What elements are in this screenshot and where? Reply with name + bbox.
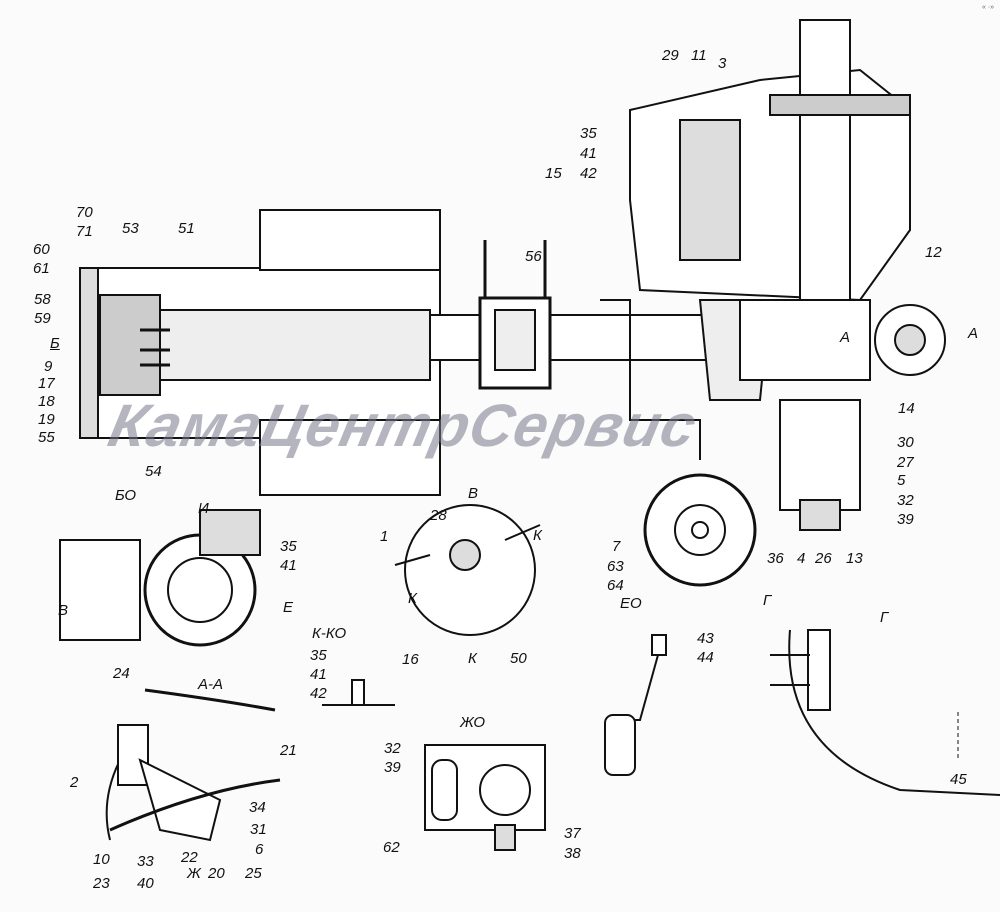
view-v: [394, 504, 541, 636]
part-number: 44: [697, 649, 714, 666]
part-number: 54: [145, 463, 162, 480]
part-number: 55: [38, 429, 55, 446]
part-number: 41: [280, 557, 297, 574]
part-number: 24: [113, 665, 130, 682]
part-number: 30: [897, 434, 914, 451]
view-zho: [424, 744, 546, 851]
part-number: 21: [280, 742, 297, 759]
part-number: 35: [310, 647, 327, 664]
view-label-eo: ЕО: [620, 595, 642, 612]
part-number: 41: [580, 145, 597, 162]
part-number: 18: [38, 393, 55, 410]
part-number: 22: [181, 849, 198, 866]
view-label-v-arrow: В: [58, 602, 69, 619]
view-label-k2: К: [408, 590, 417, 607]
view-label-k-ko: К-КО: [312, 625, 347, 642]
view-label-g: Г: [880, 609, 889, 626]
part-number: 32: [384, 740, 401, 757]
part-number: 41: [310, 666, 327, 683]
watermark: КамаЦентрСервис: [102, 392, 704, 459]
shaft-and-coupling: [429, 240, 741, 390]
part-number: 15: [545, 165, 562, 182]
view-eo: [604, 634, 667, 776]
brake-drum: [643, 473, 757, 587]
part-number: 4: [797, 550, 806, 567]
view-label-zho: ЖО: [460, 714, 486, 731]
part-number: 38: [564, 845, 581, 862]
part-number: 12: [925, 244, 942, 261]
part-number: 39: [897, 511, 914, 528]
view-label-a-a: А-А: [198, 676, 224, 693]
part-number: 5: [897, 472, 906, 489]
view-a-a: [105, 688, 281, 842]
part-number: 14: [898, 400, 915, 417]
view-k-ko: [322, 679, 395, 706]
corner-mark: « ·»: [981, 4, 994, 11]
part-number: 27: [897, 454, 914, 471]
part-number: 45: [950, 771, 967, 788]
part-number: 9: [44, 358, 53, 375]
part-number: 23: [93, 875, 110, 892]
view-bo: [59, 509, 261, 647]
part-number: 43: [697, 630, 714, 647]
part-number: 62: [383, 839, 400, 856]
part-number: 59: [34, 310, 51, 327]
view-label-zh: Ж: [187, 865, 201, 882]
part-number: 7: [612, 538, 621, 555]
part-number: 11: [691, 47, 707, 64]
part-number: 25: [245, 865, 262, 882]
view-label-k1: К: [533, 527, 542, 544]
part-number: 42: [310, 685, 327, 702]
view-label-a-left: А: [840, 329, 851, 346]
part-number: 53: [122, 220, 139, 237]
part-number: 10: [93, 851, 110, 868]
part-number: 63: [607, 558, 624, 575]
part-number: 35: [280, 538, 297, 555]
part-number: 3: [718, 55, 727, 72]
part-number: 33: [137, 853, 154, 870]
part-number: 34: [249, 799, 266, 816]
part-number: 51: [178, 220, 195, 237]
part-number: 32: [897, 492, 914, 509]
part-number: 19: [38, 411, 55, 428]
part-number: 35: [580, 125, 597, 142]
part-number: 58: [34, 291, 51, 308]
view-label-a-right: А: [968, 325, 979, 342]
part-number: 70: [76, 204, 93, 221]
part-number: 37: [564, 825, 581, 842]
view-label-g-arrow: Г: [763, 592, 772, 609]
part-number: 29: [662, 47, 679, 64]
view-label-b: Б: [50, 335, 60, 352]
part-number: 39: [384, 759, 401, 776]
part-number: 20: [208, 865, 225, 882]
part-number: 16: [402, 651, 419, 668]
part-number: 61: [33, 260, 50, 277]
part-number: 28: [430, 507, 447, 524]
view-label-bo: БО: [115, 487, 137, 504]
part-number: 50: [510, 650, 527, 667]
part-number: 31: [250, 821, 267, 838]
main-housing-left: [79, 209, 441, 496]
part-number: 26: [815, 550, 832, 567]
part-number: 60: [33, 241, 50, 258]
view-label-v: В: [468, 485, 479, 502]
view-label-k3: К: [468, 650, 477, 667]
part-number: 40: [137, 875, 154, 892]
view-label-e: Е: [283, 599, 294, 616]
part-number: 71: [76, 223, 93, 240]
part-number: 1: [380, 528, 389, 545]
part-number: 42: [580, 165, 597, 182]
part-number: 36: [767, 550, 784, 567]
differential-housing: [600, 19, 946, 531]
part-number: 6: [255, 841, 264, 858]
part-number: 64: [607, 577, 624, 594]
part-number: 17: [38, 375, 55, 392]
view-label-i: И: [198, 500, 209, 517]
part-number: 2: [70, 774, 79, 791]
part-number: 13: [846, 550, 863, 567]
part-number: 56: [525, 248, 542, 265]
view-g: [770, 629, 1000, 796]
